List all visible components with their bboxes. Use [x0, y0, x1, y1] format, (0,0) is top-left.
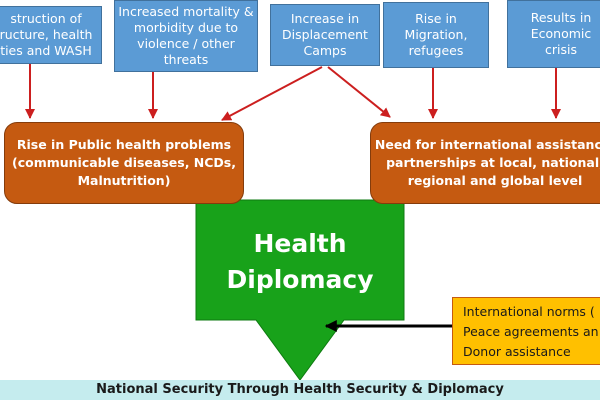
top-box-line: refugees: [408, 43, 464, 58]
mid-box-line: Malnutrition): [77, 173, 171, 188]
top-box-economic: Results in Economic crisis: [507, 0, 600, 68]
health-diplomacy-title: Health: [253, 229, 347, 258]
top-box-displacement: Increase in Displacement Camps: [270, 4, 380, 66]
footer-banner: National Security Through Health Securit…: [0, 380, 600, 400]
top-box-line: ties and WASH: [0, 43, 92, 58]
top-box-line: Increase in: [290, 11, 360, 26]
side-box-line: Donor assistance: [463, 344, 571, 359]
top-box-line: crisis: [545, 42, 577, 57]
top-box-line: Rise in: [415, 11, 457, 26]
top-box-line: Migration,: [404, 27, 468, 42]
connector-arrow: [327, 66, 391, 118]
mid-box-line: Need for international assistance,: [374, 137, 600, 152]
top-box-mortality: Increased mortality & morbidity due to v…: [114, 0, 258, 72]
health-diplomacy-subtitle: Diplomacy: [226, 265, 374, 294]
connector-arrow: [221, 66, 323, 121]
top-box-infrastructure: struction of ructure, health ties and WA…: [0, 6, 102, 64]
top-box-migration: Rise in Migration, refugees: [383, 2, 489, 68]
international-norms-box: International norms ( Peace agreements a…: [452, 297, 600, 365]
mid-box-line: (communicable diseases, NCDs,: [12, 155, 236, 170]
top-box-line: Increased mortality &: [118, 4, 254, 19]
mid-box-line: partnerships at local, national,: [386, 155, 600, 170]
side-box-line: International norms (: [463, 304, 595, 319]
top-box-line: ructure, health: [0, 27, 93, 42]
health-diplomacy-arrow: [195, 199, 405, 381]
top-box-line: Economic: [530, 26, 592, 41]
top-box-line: threats: [163, 52, 209, 67]
top-box-line: Results in: [530, 10, 592, 25]
mid-box-line: Rise in Public health problems: [16, 137, 232, 152]
top-box-line: violence / other: [137, 36, 235, 51]
top-box-line: morbidity due to: [133, 20, 239, 35]
top-box-line: struction of: [10, 11, 82, 26]
top-box-line: Camps: [303, 43, 347, 58]
mid-box-line: regional and global level: [407, 173, 583, 188]
international-assistance-box: Need for international assistance, partn…: [370, 122, 600, 204]
side-box-line: Peace agreements an: [463, 324, 599, 339]
public-health-problems-box: Rise in Public health problems (communic…: [4, 122, 244, 204]
top-box-line: Displacement: [282, 27, 368, 42]
